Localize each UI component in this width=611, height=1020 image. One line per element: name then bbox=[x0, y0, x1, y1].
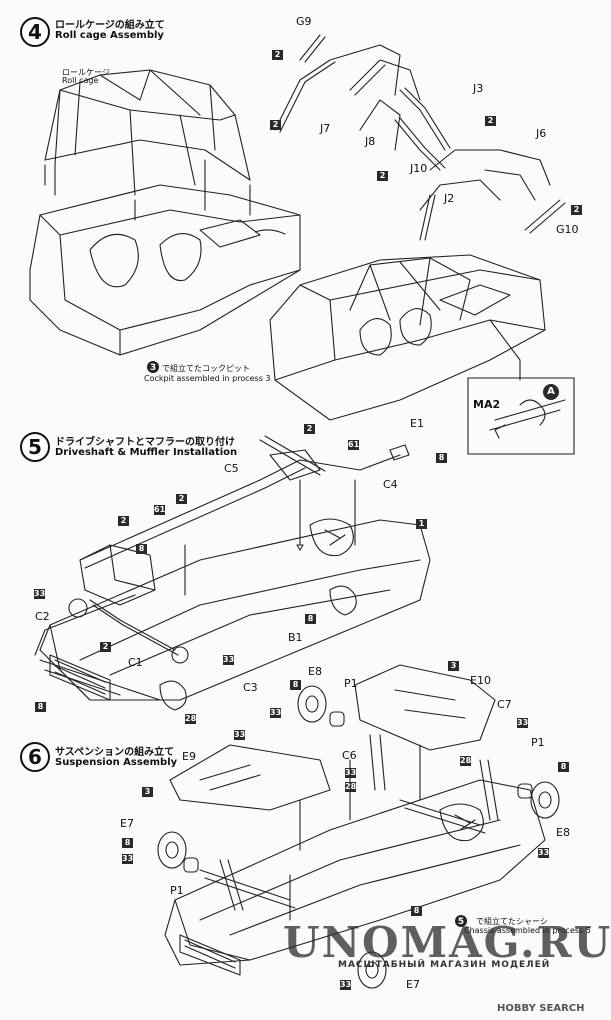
tree-marker: 2 bbox=[270, 120, 281, 130]
tree-marker: 1 bbox=[416, 519, 427, 529]
step-number-5: 5 bbox=[20, 432, 50, 462]
part-label-j8: J8 bbox=[365, 135, 376, 148]
part-label-c6: C6 bbox=[342, 749, 357, 762]
tree-marker: 33 bbox=[34, 589, 46, 599]
watermark-title: UNOMAG.RU bbox=[283, 918, 611, 967]
tree-marker: 8 bbox=[122, 838, 133, 848]
part-label-e9: E9 bbox=[182, 750, 196, 763]
step-number-4: 4 bbox=[20, 17, 50, 47]
part-label-j10: J10 bbox=[410, 162, 428, 175]
tree-marker: 33 bbox=[345, 768, 357, 778]
tree-marker: 28 bbox=[460, 756, 472, 766]
ref-5-glyph: 5 bbox=[458, 917, 464, 927]
tree-marker: 8 bbox=[305, 614, 316, 624]
part-label-p1-left: P1 bbox=[170, 884, 184, 897]
part-label-e7-bottom: E7 bbox=[406, 978, 420, 991]
tree-marker: 2 bbox=[100, 642, 111, 652]
tree-marker: 28 bbox=[185, 714, 197, 724]
part-label-j2: J2 bbox=[444, 192, 455, 205]
part-label-e10: E10 bbox=[470, 674, 491, 687]
part-label-g10: G10 bbox=[556, 223, 579, 236]
tree-marker: 8 bbox=[558, 762, 569, 772]
part-label-p1: P1 bbox=[344, 677, 358, 690]
part-label-c2: C2 bbox=[35, 610, 50, 623]
tree-marker: 8 bbox=[290, 680, 301, 690]
tree-marker: 2 bbox=[304, 424, 315, 434]
tree-marker: 2 bbox=[377, 171, 388, 181]
tree-marker: 33 bbox=[538, 848, 550, 858]
rollcage-label-jp: ロールケージ bbox=[62, 68, 110, 77]
tree-marker: 61 bbox=[348, 440, 360, 450]
part-label-e1: E1 bbox=[410, 417, 424, 430]
tree-marker: 61 bbox=[154, 505, 166, 515]
part-label-c3: C3 bbox=[243, 681, 258, 694]
detail-marker-a: A bbox=[543, 384, 559, 400]
tree-marker: 2 bbox=[485, 116, 496, 126]
tree-marker: 33 bbox=[234, 730, 246, 740]
tree-marker: 2 bbox=[176, 494, 187, 504]
part-label-j3: J3 bbox=[473, 82, 484, 95]
step4-title-en: Roll cage Assembly bbox=[55, 30, 164, 41]
part-label-c4: C4 bbox=[383, 478, 398, 491]
tree-marker: 28 bbox=[345, 782, 357, 792]
tree-marker: 2 bbox=[571, 205, 582, 215]
part-label-c5: C5 bbox=[224, 462, 239, 475]
part-label-c1: C1 bbox=[128, 656, 143, 669]
step6-title-jp: サスペンションの組み立て bbox=[55, 747, 175, 758]
part-label-e8: E8 bbox=[308, 665, 322, 678]
tree-marker: 2 bbox=[272, 50, 283, 60]
detail-label-ma2: MA2 bbox=[473, 398, 501, 411]
footer-brand: HOBBY SEARCH bbox=[497, 1003, 585, 1014]
tree-marker: 3 bbox=[142, 787, 153, 797]
part-label-e7: E7 bbox=[120, 817, 134, 830]
cockpit-label-jp: で組立てたコックピット bbox=[162, 364, 250, 373]
tree-marker: 8 bbox=[436, 453, 447, 463]
tree-marker: 8 bbox=[136, 544, 147, 554]
tree-marker: 33 bbox=[340, 980, 352, 990]
watermark-subtitle: МАСШТАБНЫЙ МАГАЗИН МОДЕЛЕЙ bbox=[338, 960, 551, 970]
cockpit-label-en: Cockpit assembled in process 3 bbox=[144, 374, 271, 383]
step4-title-jp: ロールケージの組み立て bbox=[55, 20, 165, 31]
step5-title-jp: ドライブシャフトとマフラーの取り付け bbox=[55, 437, 235, 448]
tree-marker: 8 bbox=[35, 702, 46, 712]
ref-3-glyph: 3 bbox=[150, 363, 156, 373]
tree-marker: 33 bbox=[270, 708, 282, 718]
tree-marker: 33 bbox=[122, 854, 134, 864]
part-label-j7: J7 bbox=[320, 122, 331, 135]
chassis-label-jp: で組立てたシャーシ bbox=[476, 917, 548, 926]
tree-marker: 3 bbox=[448, 661, 459, 671]
step6-title-en: Suspension Assembly bbox=[55, 757, 178, 768]
part-label-p1-right: P1 bbox=[531, 736, 545, 749]
tree-marker: 2 bbox=[118, 516, 129, 526]
tree-marker: 33 bbox=[223, 655, 235, 665]
tree-marker: 33 bbox=[517, 718, 529, 728]
rollcage-label-en: Roll cage bbox=[62, 76, 99, 85]
part-label-g9: G9 bbox=[296, 15, 312, 28]
part-label-c7: C7 bbox=[497, 698, 512, 711]
chassis-label-en: Chassis assembled in process 5 bbox=[464, 926, 591, 935]
step-number-6: 6 bbox=[20, 742, 50, 772]
part-label-e8-right: E8 bbox=[556, 826, 570, 839]
part-label-j6: J6 bbox=[536, 127, 547, 140]
step5-title-en: Driveshaft & Muffler Installation bbox=[55, 447, 238, 458]
tree-marker: 8 bbox=[411, 906, 422, 916]
part-label-b1: B1 bbox=[288, 631, 303, 644]
